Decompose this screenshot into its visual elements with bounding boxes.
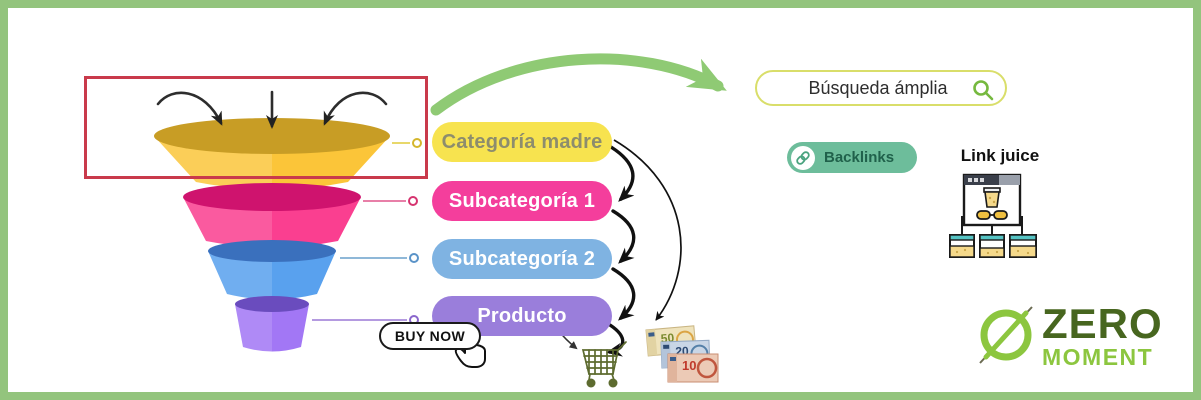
funnel-level-3-blue <box>208 240 336 301</box>
pill-subcategoria-1: Subcategoría 1 <box>432 181 612 221</box>
pill-categoria-madre: Categoría madre <box>432 122 612 162</box>
logo-zero: ZERO <box>1042 300 1163 347</box>
pill-subcategoria-2-label: Subcategoría 2 <box>448 247 596 270</box>
leader-blue <box>340 253 419 263</box>
link-icon <box>791 145 815 170</box>
cart-icon <box>581 341 627 388</box>
backlinks-badge: Backlinks <box>787 142 917 173</box>
search-input[interactable]: Búsqueda ámplia <box>755 70 1007 106</box>
flow-arrows <box>606 145 636 357</box>
euro-notes: 50 20 10 <box>645 325 719 383</box>
logo-text: ZERO MOMENT <box>1042 303 1163 369</box>
funnel-level-2-pink <box>183 183 361 249</box>
pill-subcategoria-2: Subcategoría 2 <box>432 239 612 279</box>
pill-producto-label: Producto <box>477 304 567 327</box>
leader-yellow <box>392 138 422 148</box>
backlinks-label: Backlinks <box>824 149 895 166</box>
buy-now-label: BUY NOW <box>394 328 466 344</box>
svg-text:10: 10 <box>682 358 696 373</box>
funnel-input-arrows <box>156 90 388 129</box>
highlight-box <box>84 76 428 179</box>
zero-circle-slash-icon <box>976 303 1036 372</box>
pill-subcategoria-1-label: Subcategoría 1 <box>448 189 596 212</box>
pill-producto: Producto <box>432 296 612 336</box>
search-icon[interactable] <box>972 79 994 106</box>
funnel-level-4-purple <box>235 296 309 353</box>
link-juice-label: Link juice <box>960 146 1040 165</box>
logo-moment: MOMENT <box>1042 344 1154 370</box>
leader-pink <box>363 196 418 206</box>
buy-now-button[interactable]: BUY NOW <box>379 322 481 350</box>
shortcut-arrow <box>613 139 682 321</box>
search-value: Búsqueda ámplia <box>808 77 948 98</box>
green-arrow <box>430 53 727 116</box>
pill-categoria-madre-label: Categoría madre <box>441 130 603 153</box>
euro-note-10: 10 <box>667 353 719 383</box>
brand-logo: ZERO MOMENT <box>976 303 1163 372</box>
link-juice-icon <box>947 173 1039 266</box>
